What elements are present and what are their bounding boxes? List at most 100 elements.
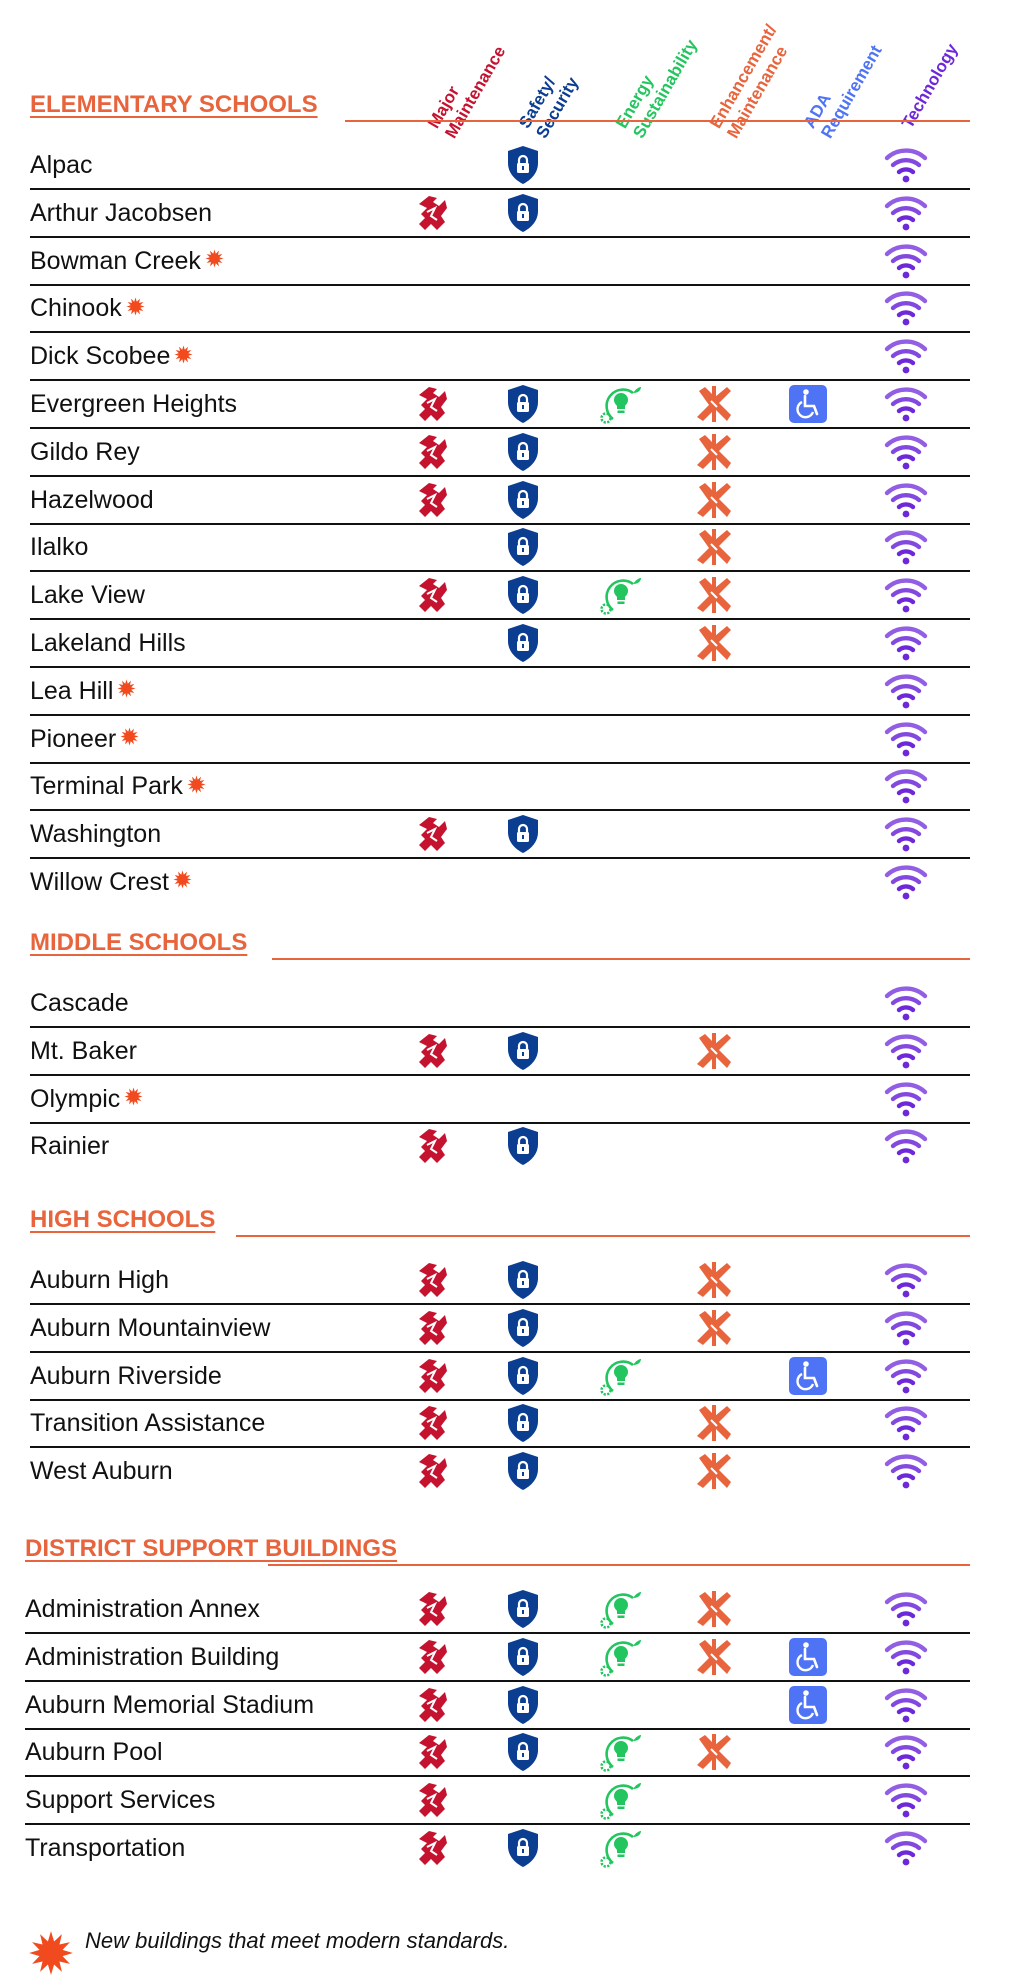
building-name: Bowman Creek <box>30 246 201 275</box>
shield-lock-icon <box>500 1634 546 1680</box>
shield-lock-icon <box>500 572 546 618</box>
new-building-star-icon <box>126 293 145 323</box>
wheelchair-icon <box>785 1353 831 1399</box>
building-row-label: Dick Scobee <box>30 341 193 371</box>
building-row-label: Willow Crest <box>30 867 192 897</box>
building-name: Auburn Memorial Stadium <box>25 1690 315 1719</box>
shield-lock-icon <box>500 1729 546 1775</box>
tools-icon <box>691 429 737 475</box>
fire-wrench-icon <box>409 190 455 236</box>
row-divider <box>25 1632 970 1634</box>
row-divider <box>30 1121 970 1124</box>
wifi-icon <box>883 477 929 523</box>
new-building-star-icon <box>173 866 192 896</box>
legend-text: New buildings that meet modern standards… <box>85 1928 510 1953</box>
fire-wrench-icon <box>409 1777 455 1823</box>
fire-wrench-icon <box>409 1682 455 1728</box>
row-divider <box>30 379 970 382</box>
wifi-icon <box>883 142 929 188</box>
fire-wrench-icon <box>409 572 455 618</box>
fire-wrench-icon <box>409 1305 455 1351</box>
building-name: Dick Scobee <box>30 342 171 371</box>
fire-wrench-icon <box>409 381 455 427</box>
tools-icon <box>691 1586 737 1632</box>
wifi-icon <box>883 811 929 857</box>
building-name: Auburn Riverside <box>30 1361 222 1390</box>
wifi-icon <box>883 190 929 236</box>
building-row-label: Transition Assistance <box>30 1408 265 1438</box>
wheelchair-icon <box>785 381 831 427</box>
fire-wrench-icon <box>409 1729 455 1775</box>
section-title: HIGH SCHOOLS <box>30 1206 216 1233</box>
building-name: Administration Annex <box>25 1595 260 1623</box>
wifi-icon <box>883 1257 929 1303</box>
wheelchair-icon <box>785 1682 831 1728</box>
row-divider <box>30 474 970 477</box>
wifi-icon <box>883 1123 929 1169</box>
row-divider <box>30 761 970 764</box>
wifi-icon <box>883 572 929 618</box>
building-name: Lake View <box>30 581 145 610</box>
tools-icon <box>691 1634 737 1680</box>
wifi-icon <box>883 859 929 905</box>
wifi-icon <box>883 1353 929 1399</box>
shield-lock-icon <box>500 1400 546 1446</box>
building-name: Gildo Rey <box>30 437 140 466</box>
building-row-label: Lakeland Hills <box>30 628 186 658</box>
wifi-icon <box>883 1305 929 1351</box>
new-building-star-icon <box>205 245 224 275</box>
row-divider <box>30 570 970 573</box>
wifi-icon <box>883 1682 929 1728</box>
building-name: Transition Assistance <box>30 1409 266 1438</box>
new-building-star-icon <box>117 675 136 705</box>
building-row-label: Mt. Baker <box>30 1036 137 1066</box>
row-divider <box>30 188 970 190</box>
building-row-label: West Auburn <box>30 1456 173 1486</box>
fire-wrench-icon <box>409 1028 455 1074</box>
tools-icon <box>691 477 737 523</box>
shield-lock-icon <box>500 1305 546 1351</box>
row-divider <box>25 1727 970 1730</box>
building-row-label: Auburn Mountainview <box>30 1313 270 1343</box>
wheelchair-icon <box>785 1634 831 1680</box>
building-name: West Auburn <box>30 1457 173 1486</box>
shield-lock-icon <box>500 1448 546 1494</box>
building-name: Auburn Pool <box>25 1738 163 1767</box>
row-divider <box>30 427 970 429</box>
wifi-icon <box>883 620 929 666</box>
tools-icon <box>691 524 737 570</box>
eco-lightbulb-icon <box>597 381 643 427</box>
wifi-icon <box>883 285 929 331</box>
column-header-tech: Technology <box>898 0 1009 132</box>
building-name: Auburn Mountainview <box>30 1313 271 1342</box>
building-row-label: Arthur Jacobsen <box>30 198 212 228</box>
tools-icon <box>691 381 737 427</box>
building-name: Pioneer <box>30 724 117 753</box>
building-row-label: Olympic <box>30 1084 143 1114</box>
tools-icon <box>691 1400 737 1446</box>
tools-icon <box>691 572 737 618</box>
building-row-label: Auburn Riverside <box>30 1361 222 1391</box>
section-divider <box>236 1235 970 1237</box>
building-row-label: Transportation <box>25 1833 185 1863</box>
building-name: Cascade <box>30 989 129 1017</box>
wifi-icon <box>883 1729 929 1775</box>
row-divider <box>30 1398 970 1401</box>
wifi-icon <box>883 333 929 379</box>
building-row-label: Evergreen Heights <box>30 389 237 419</box>
eco-lightbulb-icon <box>597 1353 643 1399</box>
building-row-label: Bowman Creek <box>30 246 224 276</box>
row-divider <box>30 283 970 286</box>
building-row-label: Pioneer <box>30 724 139 754</box>
fire-wrench-icon <box>409 1586 455 1632</box>
shield-lock-icon <box>500 142 546 188</box>
building-row-label: Auburn Memorial Stadium <box>25 1690 314 1720</box>
wifi-icon <box>883 1586 929 1632</box>
shield-lock-icon <box>500 1682 546 1728</box>
tools-icon <box>691 1729 737 1775</box>
building-row-label: Washington <box>30 819 161 849</box>
building-name: Administration Building <box>25 1642 280 1671</box>
building-name: Mt. Baker <box>30 1036 137 1065</box>
wifi-icon <box>883 1825 929 1871</box>
